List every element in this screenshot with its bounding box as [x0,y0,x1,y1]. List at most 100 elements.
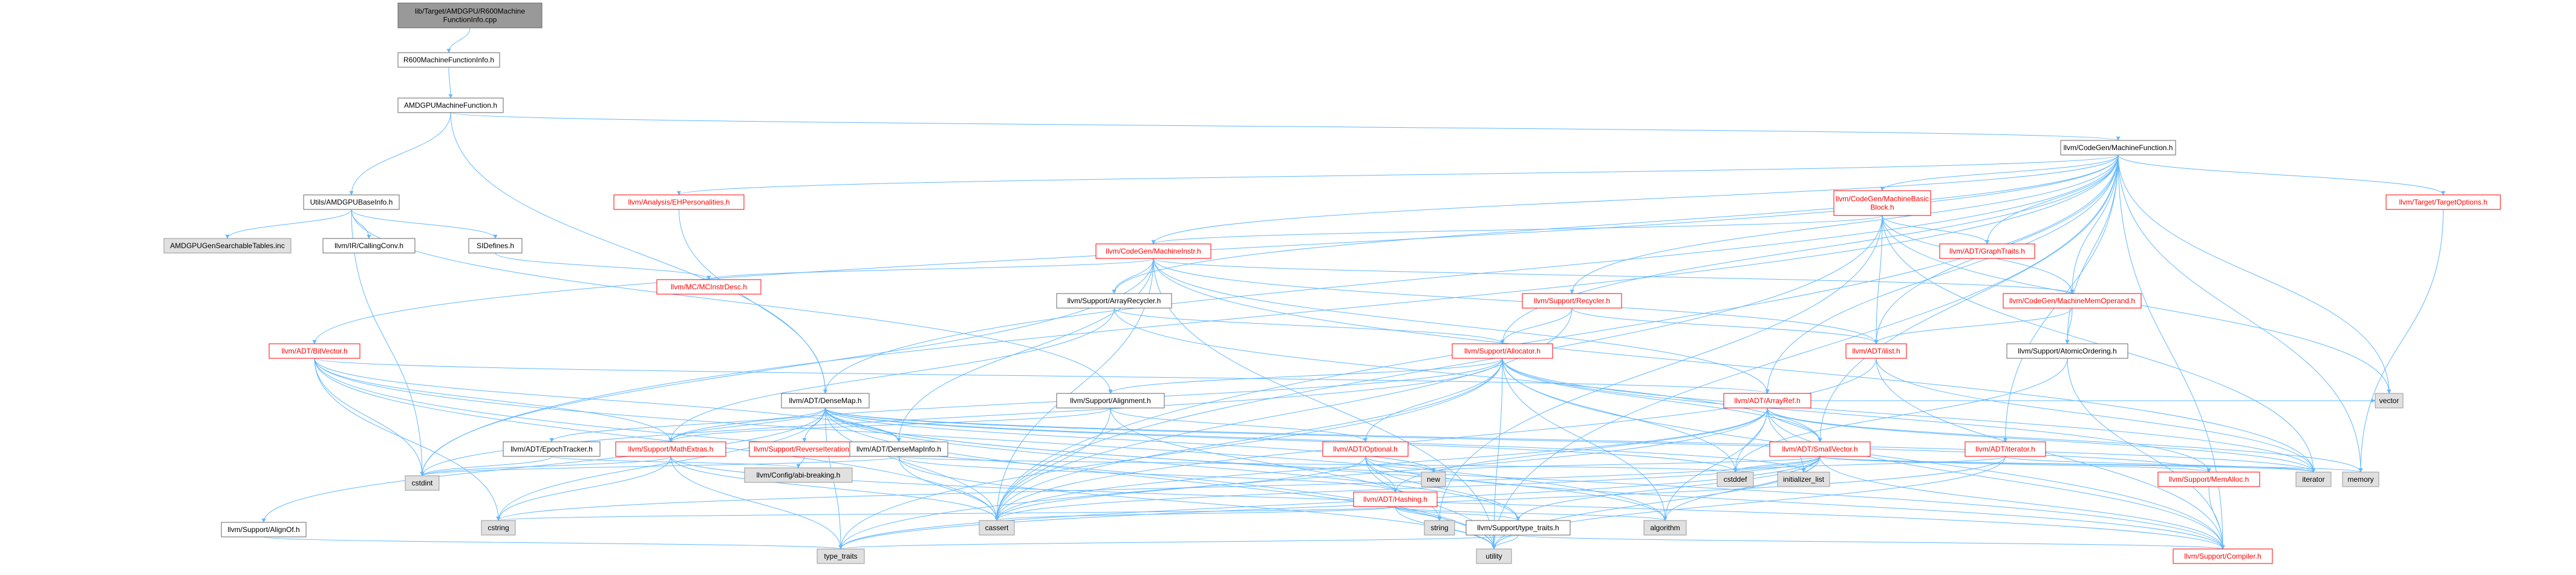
node-label: llvm/ADT/Optional.h [1333,445,1398,453]
node-mcinstrdesc[interactable]: llvm/MC/MCInstrDesc.h [656,279,761,295]
edge-allocator-to-memalloc [1502,358,2211,473]
node-box [1056,293,1172,309]
node-cgmf[interactable]: llvm/CodeGen/MachineFunction.h [2060,140,2176,156]
edge-mathextras-to-type_traits [670,456,843,550]
edge-ilist-to-cassert [994,358,1877,521]
node-box [2385,194,2501,210]
node-alignof[interactable]: llvm/Support/AlignOf.h [221,522,307,537]
edge-densemap-to-memalloc [825,407,2211,473]
edge-smallvector-to-new [1431,456,1821,473]
node-graphtraits[interactable]: llvm/ADT/GraphTraits.h [1939,243,2035,259]
node-mmo[interactable]: llvm/CodeGen/MachineMemOperand.h [2003,293,2142,309]
node-ilist[interactable]: llvm/ADT/ilist.h [1845,343,1907,359]
node-arrayrecycler[interactable]: llvm/Support/ArrayRecycler.h [1056,293,1172,309]
node-arrayref[interactable]: llvm/ADT/ArrayRef.h [1723,393,1811,409]
node-compiler[interactable]: llvm/Support/Compiler.h [2173,548,2273,564]
edge-bitvector-to-algorithm [314,358,1668,521]
edge-cgmf-to-densemap [823,154,2119,394]
edge-smallvector-to-memory [1819,456,2363,473]
node-label: llvm/Support/ReverseIteration.h [754,445,855,453]
node-label: Utils/AMDGPUBaseInfo.h [310,198,393,206]
edge-typetraitsh-to-utility [1492,534,1519,550]
edge-cgmf-to-cassert [994,154,2119,521]
edge-recycler-to-ilist [1571,307,1879,344]
node-box [2157,472,2260,487]
node-allocator[interactable]: llvm/Support/Allocator.h [1452,343,1553,359]
node-targetopts[interactable]: llvm/Target/TargetOptions.h [2385,194,2501,210]
node-amdbase[interactable]: Utils/AMDGPUBaseInfo.h [303,194,400,210]
edge-epochtracker-to-abibreaking [551,456,801,468]
node-recycler[interactable]: llvm/Support/Recycler.h [1522,293,1622,309]
node-label: llvm/ADT/EpochTracker.h [510,445,593,453]
edge-minstr-to-ilist [1153,258,1879,344]
edge-cgmf-to-compiler [2118,154,2225,550]
edge-arrayref-to-smallvector [1767,407,1822,442]
node-algorithm: algorithm [1643,520,1687,536]
node-cstddef: cstddef [1717,472,1754,487]
edge-densemapinfo-to-hashing [898,456,1398,493]
node-type_traits: type_traits [817,548,865,564]
edge-layer [225,27,2445,550]
edge-adtiterator-to-cstddef [1733,456,2006,473]
node-box [656,279,761,295]
edge-smallvector-to-type_traits [838,456,1821,550]
edge-minstr-to-utility [1153,258,1496,550]
edge-densemapinfo-to-cassert [898,456,999,521]
node-box [817,548,865,564]
node-densemap[interactable]: llvm/ADT/DenseMap.h [781,393,870,409]
edge-densemap-to-cstddef [825,407,1738,473]
edge-recycler-to-allocator [1500,307,1573,344]
node-reverseiter[interactable]: llvm/Support/ReverseIteration.h [749,441,860,457]
node-densemapinfo[interactable]: llvm/ADT/DenseMapInfo.h [849,441,948,457]
node-abibreaking: llvm/Config/abi-breaking.h [744,467,853,483]
edge-arrayref-to-cassert [994,407,1768,521]
node-mathextras[interactable]: llvm/Support/MathExtras.h [615,441,726,457]
edge-bitvector-to-cstring [314,358,501,521]
node-typetraitsh[interactable]: llvm/Support/type_traits.h [1466,520,1571,536]
node-hashing[interactable]: llvm/ADT/Hashing.h [1353,491,1438,507]
edge-arrayref-to-hashing [1393,407,1768,493]
node-memalloc[interactable]: llvm/Support/MemAlloc.h [2157,472,2260,487]
node-ehpers[interactable]: llvm/Analysis/EHPersonalities.h [613,194,745,210]
node-atomicord[interactable]: llvm/Support/AtomicOrdering.h [2006,343,2128,359]
node-label: llvm/Support/Recycler.h [1534,297,1610,305]
edge-ehpers-to-densemap [679,209,827,394]
node-amdgpumf[interactable]: AMDGPUMachineFunction.h [397,97,504,113]
node-epochtracker[interactable]: llvm/ADT/EpochTracker.h [503,441,601,457]
node-optional[interactable]: llvm/ADT/Optional.h [1322,441,1409,457]
node-minstr[interactable]: llvm/CodeGen/MachineInstr.h [1095,243,1211,259]
edge-smallvector-to-cstddef [1733,456,1821,473]
node-label: llvm/Support/type_traits.h [1477,524,1559,532]
edge-cgmf-to-mbb [1880,154,2119,191]
node-alignment[interactable]: llvm/Support/Alignment.h [1056,393,1165,409]
node-vector: vector [2375,393,2404,409]
edge-mathextras-to-cassert [670,456,999,521]
edge-mmo-to-atomicord [2065,307,2073,344]
node-label: AMDGPUMachineFunction.h [404,101,497,110]
node-callconv[interactable]: llvm/IR/CallingConv.h [322,238,416,254]
node-box [1322,441,1409,457]
edge-epochtracker-to-cstdint [420,456,552,476]
node-box [397,2,543,28]
edge-minstr-to-mmo [1153,258,2075,294]
edge-arrayref-to-compiler [1767,407,2225,550]
node-bitvector[interactable]: llvm/ADT/BitVector.h [269,343,360,359]
node-label: cstdint [412,479,433,487]
node-box [1056,393,1165,409]
edge-cgmf-to-arrayrecycler [1112,154,2119,294]
node-smallvector[interactable]: llvm/ADT/SmallVector.h [1769,441,1871,457]
edge-smallvector-to-typetraitsh [1516,456,1821,521]
node-box [615,441,726,457]
edge-arrayref-to-memory [1767,407,2363,473]
node-adtiterator[interactable]: llvm/ADT/iterator.h [1965,441,2046,457]
node-box [269,343,360,359]
edge-minstr-to-arrayref [1153,258,1770,394]
node-box [1452,343,1553,359]
node-r600mfi[interactable]: R600MachineFunctionInfo.h [397,52,500,68]
node-sidefines[interactable]: SIDefines.h [468,238,523,254]
node-box [979,520,1015,536]
edge-mbb-to-minstr [1151,215,1883,245]
node-label: utility [1485,552,1502,560]
node-label: new [1427,475,1440,484]
